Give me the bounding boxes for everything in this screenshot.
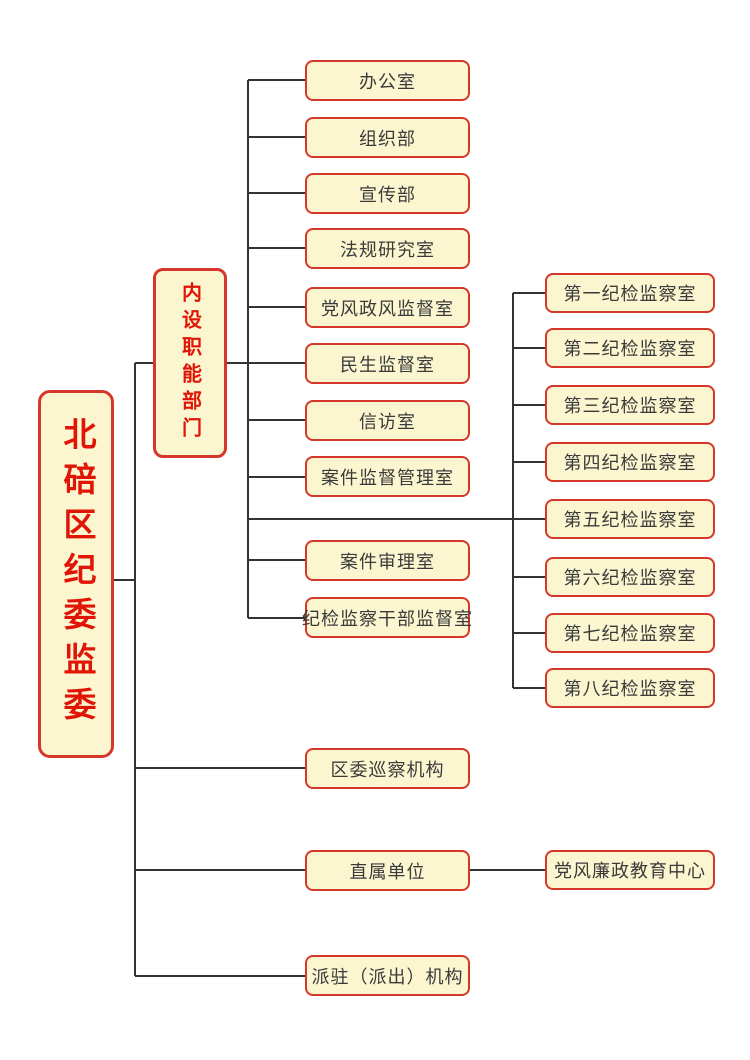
- node-livelihood-supervision-office: 民生监督室: [305, 343, 470, 384]
- node-case-review-office: 案件审理室: [305, 540, 470, 581]
- internal-departments-group-node: 内设职能部门: [153, 268, 227, 458]
- node-discipline-office-7: 第七纪检监察室: [545, 613, 715, 653]
- node-discipline-office-6: 第六纪检监察室: [545, 557, 715, 597]
- node-discipline-office-3: 第三纪检监察室: [545, 385, 715, 425]
- node-regulations-research-office: 法规研究室: [305, 228, 470, 269]
- org-root-node: 北碚区纪委监委: [38, 390, 114, 758]
- node-general-office: 办公室: [305, 60, 470, 101]
- node-publicity-dept: 宣传部: [305, 173, 470, 214]
- node-education-center: 党风廉政教育中心: [545, 850, 715, 890]
- node-discipline-office-8: 第八纪检监察室: [545, 668, 715, 708]
- node-case-supervision-management-office: 案件监督管理室: [305, 456, 470, 497]
- node-district-inspection-agency: 区委巡察机构: [305, 748, 470, 789]
- node-discipline-office-5: 第五纪检监察室: [545, 499, 715, 539]
- node-discipline-office-1: 第一纪检监察室: [545, 273, 715, 313]
- node-petition-office: 信访室: [305, 400, 470, 441]
- node-discipline-office-4: 第四纪检监察室: [545, 442, 715, 482]
- node-direct-units: 直属单位: [305, 850, 470, 891]
- node-dispatched-agencies: 派驻（派出）机构: [305, 955, 470, 996]
- node-party-conduct-supervision-office: 党风政风监督室: [305, 287, 470, 328]
- node-discipline-office-2: 第二纪检监察室: [545, 328, 715, 368]
- node-cadre-supervision-office: 纪检监察干部监督室: [302, 597, 472, 638]
- node-organization-dept: 组织部: [305, 117, 470, 158]
